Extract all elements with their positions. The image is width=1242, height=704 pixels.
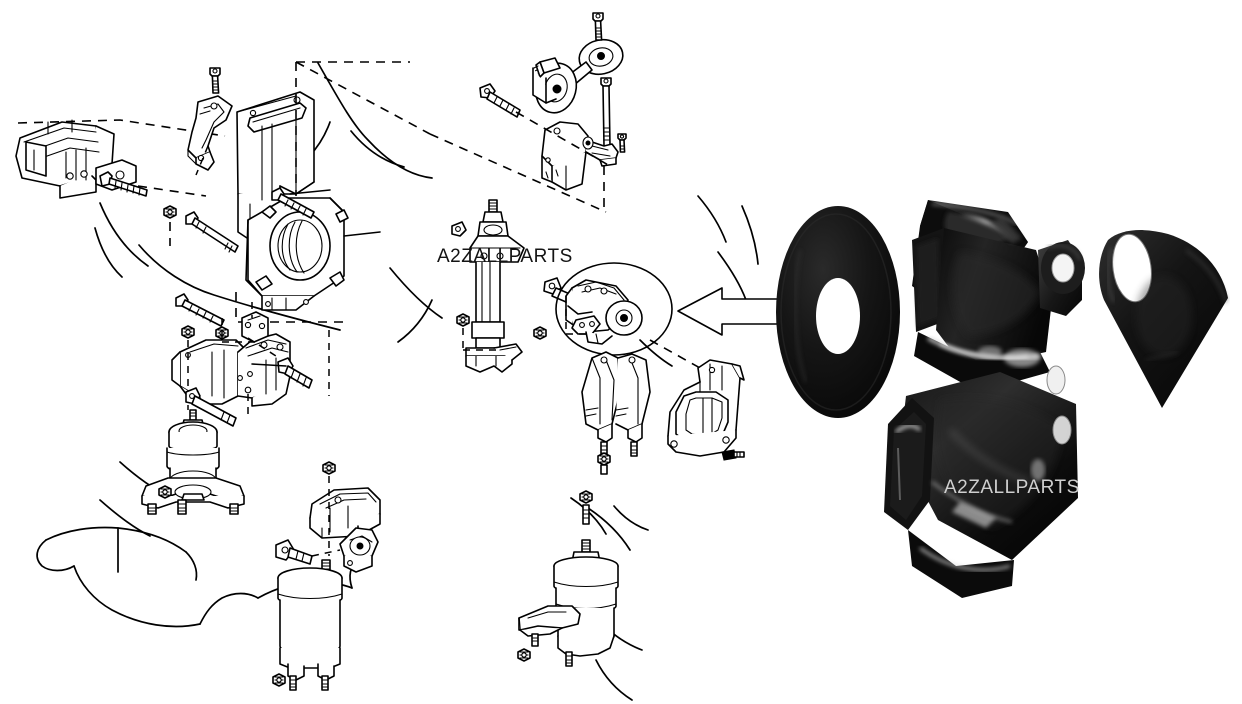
part-rear-mount-insulator: [277, 559, 343, 691]
leader-line: [247, 337, 277, 357]
part-torque-rod-bushing-assembly: [532, 38, 624, 114]
fastener-hex-flange-bolt: [271, 187, 331, 219]
leader-line: [235, 292, 346, 323]
fastener-long-stud-bolt: [185, 211, 239, 253]
fastener-hex-flange-bolt: [592, 12, 604, 41]
engine-mount-bracket-main: [884, 200, 1085, 598]
round-rubber-washer-disc: [776, 206, 900, 418]
part-upper-stay-bracket: [187, 95, 233, 171]
fastener-stud: [600, 464, 608, 475]
fastener-hex-flange-bolt: [99, 171, 148, 197]
triangular-gusset-plate: [1099, 230, 1228, 408]
leader-line: [311, 549, 341, 557]
vehicle-body-contours: [36, 62, 759, 701]
part-side-mount-frame-bracket: [667, 359, 745, 457]
part-highlighted-engine-mount-bracket: [565, 279, 643, 345]
leader-line: [343, 231, 381, 237]
fastener-hex-flange-bolt: [451, 221, 467, 237]
leader-line: [195, 145, 209, 176]
fastener-long-bolt: [175, 293, 225, 327]
leader-line: [515, 111, 611, 167]
part-left-engine-mount-bracket: [171, 311, 291, 407]
part-torque-strut-bracket: [541, 121, 619, 191]
part-differential-support-housing: [245, 197, 349, 311]
leader-line: [17, 119, 226, 137]
highlight-ellipse: [555, 262, 673, 356]
fastener-hex-flange-bolt: [209, 67, 221, 94]
part-rear-engine-mount-bracket: [15, 119, 137, 199]
part-right-engine-mount-insulator: [518, 539, 619, 667]
fastener-long-bolt: [251, 357, 313, 389]
fastener-hex-bolt-side: [721, 449, 745, 461]
leader-line: [429, 133, 607, 213]
fastener-hex-flange-bolt: [617, 133, 627, 153]
fastener-hex-flange-bolt: [479, 83, 521, 118]
part-rear-mount-bracket-lower: [309, 487, 381, 573]
leader-line: [137, 185, 207, 197]
fastener-long-bolt: [185, 387, 237, 427]
fastener-hex-flange-bolt: [275, 539, 313, 565]
part-left-engine-mount-insulator: [141, 409, 245, 515]
part-front-mount-insulator-arm: [581, 351, 651, 457]
bushing-boss: [1038, 240, 1085, 316]
